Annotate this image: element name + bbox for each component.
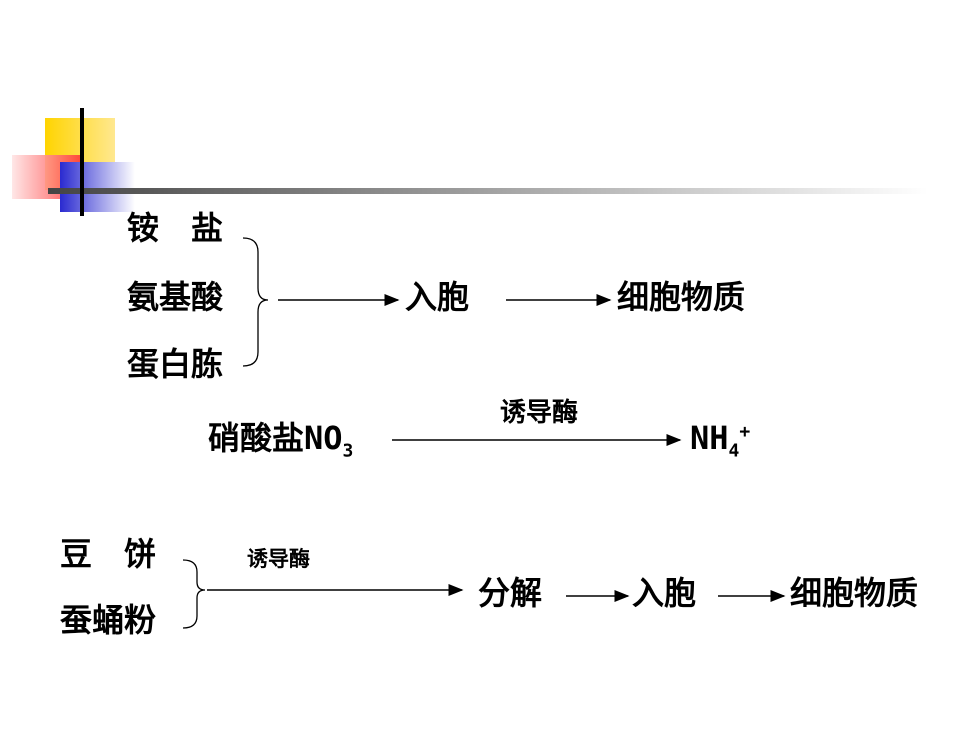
ammonium-sup: + <box>739 421 751 443</box>
source-peptone: 蛋白胨 <box>127 345 224 383</box>
group2-enzyme-label: 诱导酶 <box>247 547 310 571</box>
nitrate-label: 硝酸盐 <box>208 419 305 457</box>
blue-square <box>60 162 135 212</box>
source-amino-acid: 氨基酸 <box>127 278 224 316</box>
step-cell-material-2: 细胞物质 <box>790 574 919 612</box>
vertical-rule <box>80 108 84 216</box>
enzyme-label: 诱导酶 <box>500 398 579 428</box>
step-cell-material-1: 细胞物质 <box>617 278 746 316</box>
group1-brace <box>242 237 269 367</box>
source-soybean-cake: 豆 饼 <box>60 535 157 573</box>
nitrate-formula-sub: 3 <box>342 440 354 462</box>
source-silkworm-pupa-meal: 蚕蛹粉 <box>60 601 157 639</box>
source-ammonium-salt: 铵 盐 <box>127 209 224 247</box>
nitrate-formula-main: NO <box>304 419 343 457</box>
step-decompose: 分解 <box>478 574 543 612</box>
step-uptake-1: 入胞 <box>405 278 470 316</box>
ammonium-main: NH <box>690 419 729 457</box>
nitrate-formula: 硝酸盐NO3 <box>208 419 353 460</box>
ammonium-formula: NH4+ <box>690 419 751 460</box>
group2-brace <box>182 559 206 629</box>
ammonium-sub: 4 <box>728 440 740 462</box>
step-uptake-2: 入胞 <box>632 574 697 612</box>
title-rule <box>48 188 928 194</box>
